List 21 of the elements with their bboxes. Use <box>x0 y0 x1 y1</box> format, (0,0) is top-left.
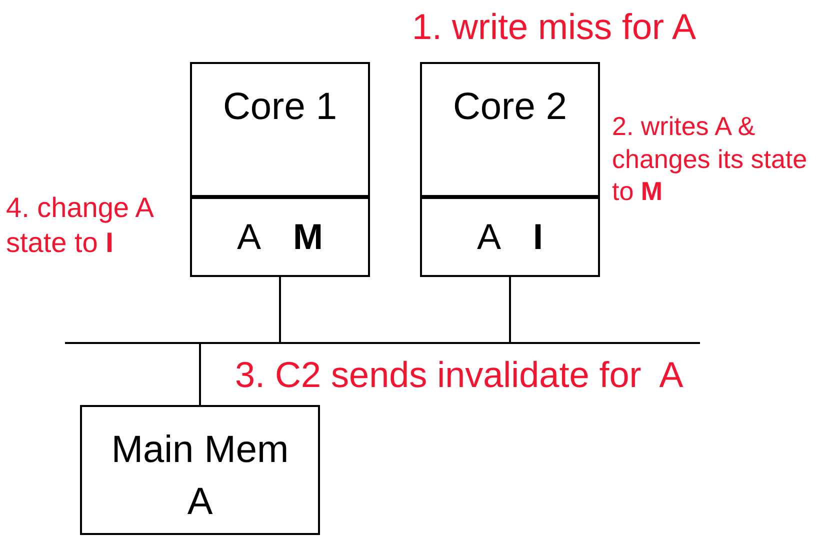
cache-text: I <box>533 219 544 255</box>
cache-text: A <box>236 219 261 255</box>
step-annotation: 2. writes A & changes its state to M <box>612 110 808 208</box>
bus-line <box>65 342 700 344</box>
memory-box <box>80 405 320 535</box>
connector-line <box>199 344 201 405</box>
box-title: Main Mem <box>111 428 289 473</box>
box-title: Core 2 <box>452 85 568 130</box>
core-box <box>190 62 370 197</box>
step-annotation: 1. write miss for A <box>412 5 698 49</box>
core-box <box>420 62 600 197</box>
cache-text: M <box>293 219 323 255</box>
step-annotation: 4. change A state to I <box>6 191 154 260</box>
cache-text: A <box>476 219 501 255</box>
cache-box <box>420 197 600 277</box>
connector-line <box>279 277 281 342</box>
cache-box <box>190 197 370 277</box>
step-annotation: 3. C2 sends invalidate for A <box>235 353 684 397</box>
box-title: Core 1 <box>222 85 338 130</box>
connector-line <box>509 277 511 342</box>
box-title: A <box>187 480 213 524</box>
